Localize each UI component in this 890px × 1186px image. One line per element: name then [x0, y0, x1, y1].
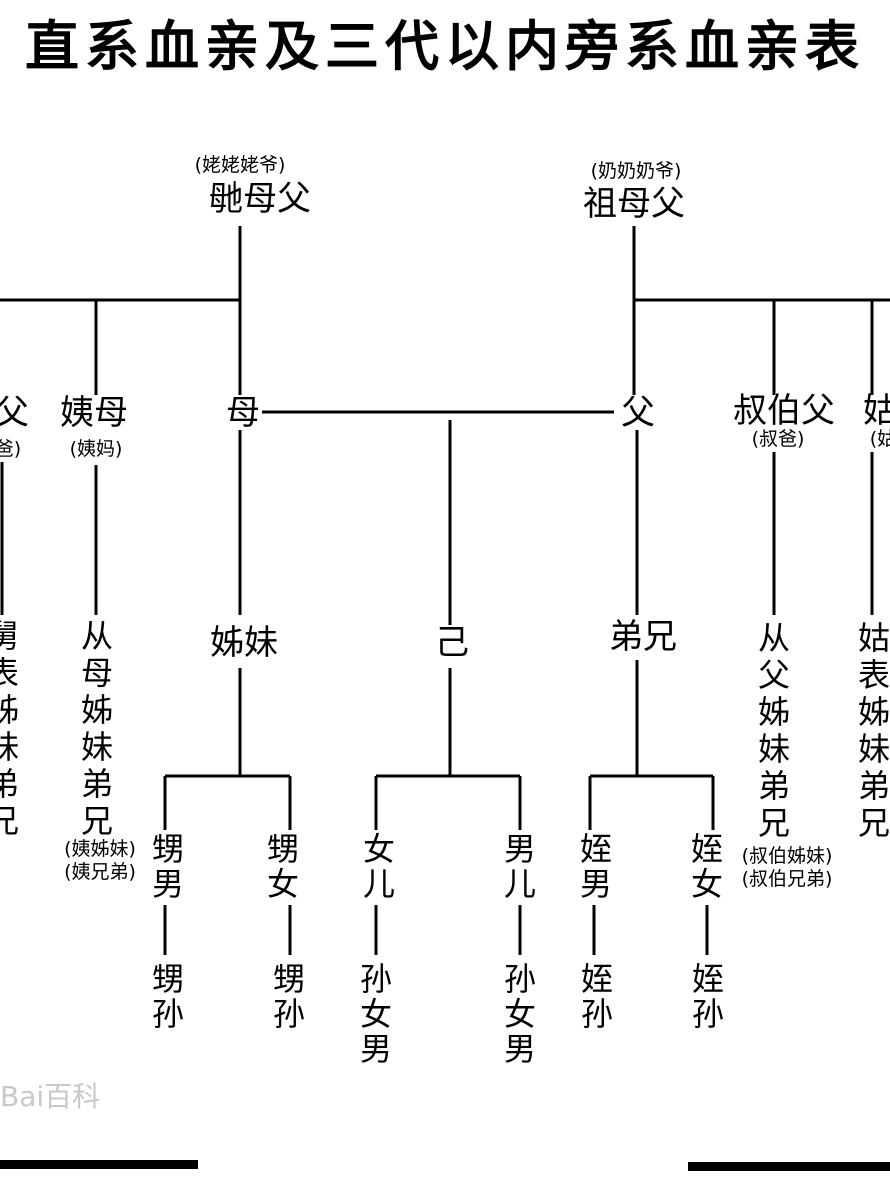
paternal-cousins-note-brothers: (叔伯兄弟) [741, 868, 833, 890]
paternal-grandparents-note: (奶奶奶爷) [590, 160, 682, 182]
sororal-grandchildren-a: 甥孙 [151, 960, 184, 1033]
maternal-cousins: 从母姊妹弟兄 [80, 617, 113, 840]
grandchildren-via-daughter: 孙女男 [359, 960, 392, 1068]
brothers: 弟兄 [609, 617, 677, 657]
maternal-cousins-cut: 舅表姊妹弟兄 [0, 617, 19, 840]
baike-watermark: Bai百科 [0, 1080, 101, 1113]
sororal-niece: 甥女 [266, 830, 299, 903]
paternal-aunt-cousins-cut: 姑表姊妹弟兄 [857, 619, 890, 842]
bottom-rule-left [0, 1160, 198, 1169]
grandchildren-via-son: 孙女男 [503, 960, 536, 1068]
maternal-grandparents-note: (姥姥姥爷) [194, 154, 286, 176]
maternal-grandparents: 毑母父 [209, 179, 311, 219]
paternal-grandparents: 祖母父 [583, 184, 685, 224]
paternal-uncle: 叔伯父 [733, 391, 835, 431]
paternal-aunt-note-cut: (姑 [869, 428, 890, 450]
daughter: 女儿 [362, 830, 395, 903]
maternal-cousins-note-sisters: (姨姊妹) [64, 838, 136, 860]
paternal-aunt-cut: 姑 [863, 391, 890, 431]
maternal-cousins-note-brothers: (姨兄弟) [64, 861, 136, 883]
maternal-uncle-cut: 父 [0, 393, 29, 433]
son: 男儿 [503, 830, 536, 903]
maternal-uncle-note-cut: 爸) [0, 438, 22, 460]
fraternal-nephew: 姪男 [579, 830, 612, 903]
sororal-grandchildren-b: 甥孙 [272, 960, 305, 1033]
self: 己 [435, 623, 469, 663]
fraternal-niece: 姪女 [690, 830, 723, 903]
paternal-uncle-note: (叔爸) [751, 428, 805, 450]
fraternal-grandchildren-b: 姪孙 [691, 960, 724, 1033]
paternal-cousins: 从父姊妹弟兄 [757, 619, 790, 842]
bottom-rule-right [688, 1162, 890, 1171]
chart-title: 直系血亲及三代以内旁系血亲表 [25, 14, 865, 78]
maternal-aunt: 姨母 [60, 393, 128, 433]
sisters: 姊妹 [210, 623, 278, 663]
maternal-aunt-note: (姨妈) [69, 438, 123, 460]
sororal-nephew: 甥男 [151, 830, 184, 903]
fraternal-grandchildren-a: 姪孙 [580, 960, 613, 1033]
paternal-cousins-note-sisters: (叔伯姊妹) [741, 845, 833, 867]
mother: 母 [226, 393, 260, 433]
father: 父 [621, 393, 655, 433]
